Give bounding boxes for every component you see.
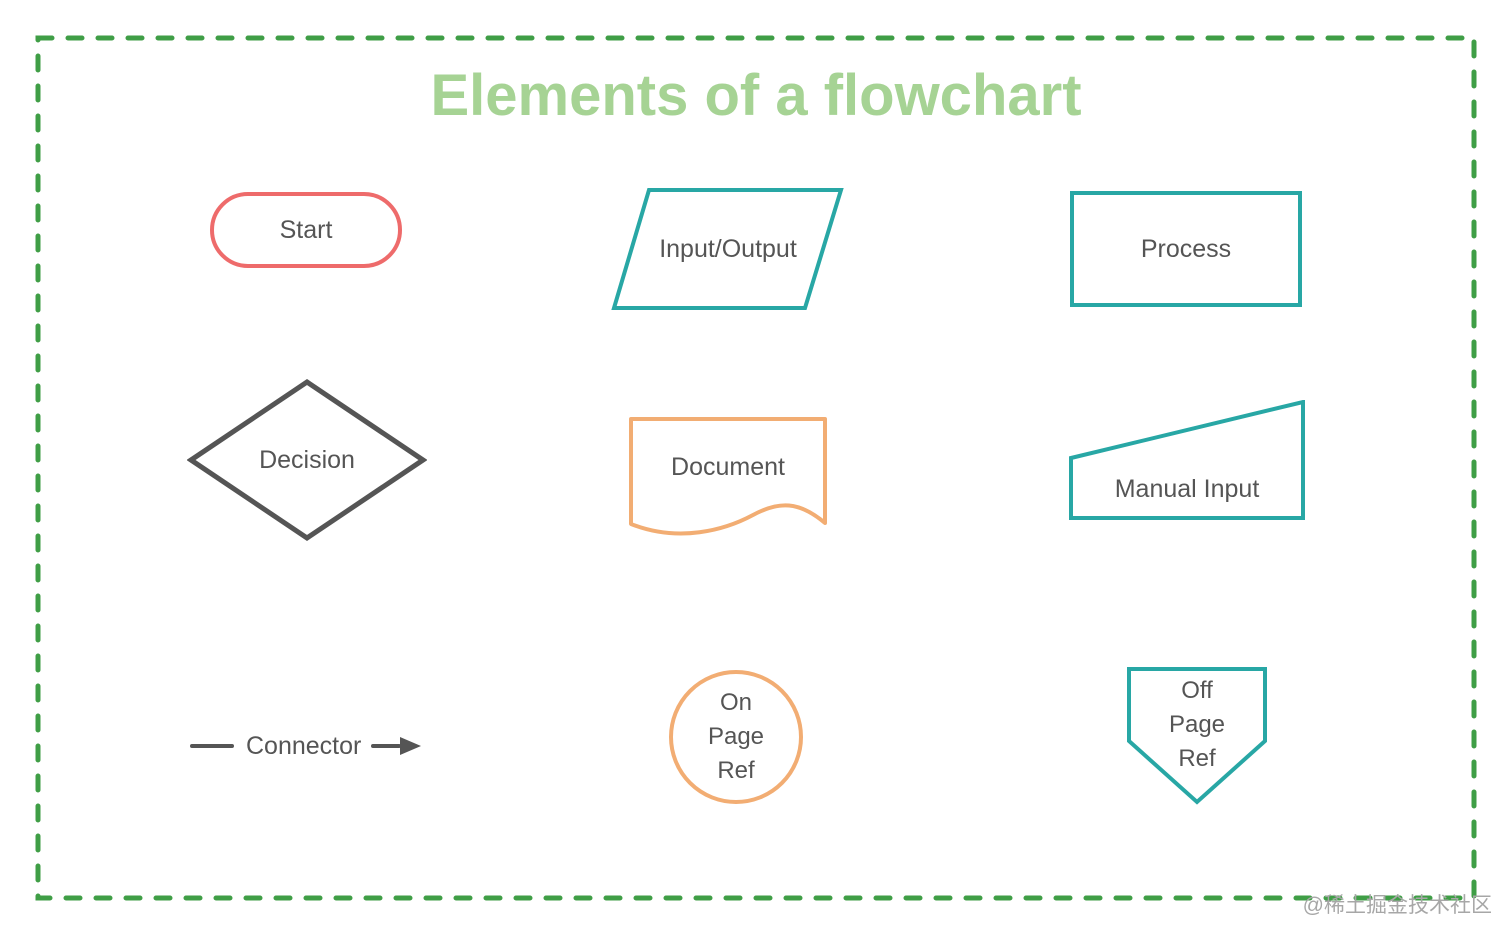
connector-arrow-icon — [371, 737, 422, 755]
shape-decision-diamond: Decision — [187, 378, 427, 542]
shape-document: Document — [629, 417, 827, 545]
page-title: Elements of a flowchart — [430, 63, 1082, 128]
decision-label: Decision — [259, 445, 355, 474]
process-label: Process — [1140, 234, 1232, 263]
document-label: Document — [671, 453, 785, 481]
manual-input-label: Manual Input — [1114, 475, 1260, 503]
shape-start-terminator: Start — [210, 192, 402, 268]
diamond-outline — [187, 378, 427, 542]
shape-off-page-ref-pentagon: Off Page Ref — [1126, 666, 1268, 806]
start-label: Start — [279, 215, 333, 244]
shape-input-output-parallelogram: Input/Output — [609, 187, 847, 311]
shape-on-page-ref-circle: On Page Ref — [669, 670, 803, 804]
shape-process-rectangle: Process — [1070, 191, 1302, 307]
document-outline — [629, 417, 827, 536]
connector-label: Connector — [246, 731, 362, 760]
on-page-ref-label: On Page Ref — [707, 689, 765, 784]
input-output-label: Input/Output — [659, 234, 797, 263]
manual-input-outline — [1069, 400, 1305, 520]
shape-connector: Connector — [190, 730, 440, 762]
off-page-pentagon-outline — [1127, 667, 1267, 805]
shape-manual-input: Manual Input — [1069, 400, 1305, 520]
watermark: @稀土掘金技术社区 — [1302, 894, 1492, 917]
parallelogram-outline — [611, 188, 844, 310]
off-page-ref-label: Off Page Ref — [1168, 677, 1226, 772]
connector-line-segment — [190, 744, 234, 748]
